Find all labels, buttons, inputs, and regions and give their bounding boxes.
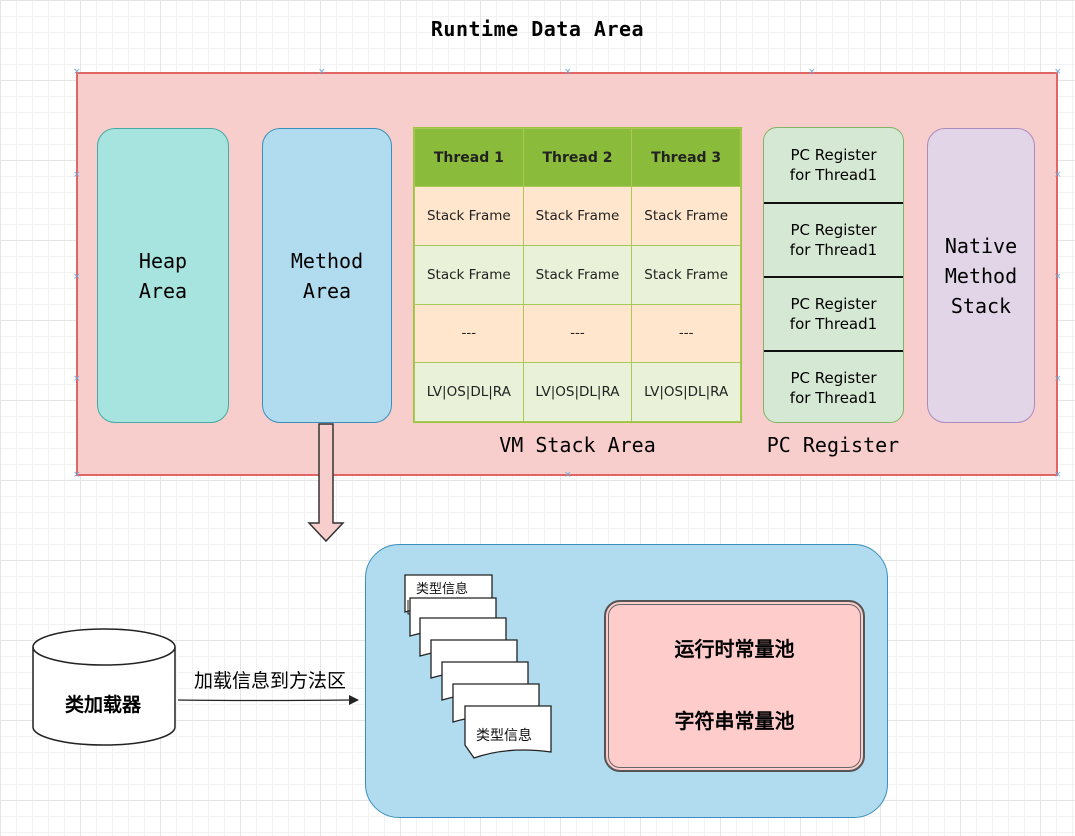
type-info-label: 类型信息 (416, 582, 469, 597)
resize-handle-icon[interactable]: × (1054, 374, 1062, 384)
resize-handle-icon[interactable]: × (564, 470, 572, 480)
method-area-box[interactable]: Method Area (262, 128, 392, 423)
vm-stack-area-label: VM Stack Area (499, 433, 656, 457)
vm-stack-table[interactable]: Thread 1 Thread 2 Thread 3 Stack Frame S… (413, 127, 742, 423)
diagram-title: Runtime Data Area (430, 17, 645, 41)
stack-cell: --- (414, 303, 524, 364)
pc-register-cell: PC Register for Thread1 (789, 221, 878, 259)
stack-cell: Stack Frame (522, 186, 633, 246)
constant-pool-box[interactable]: 运行时常量池 字符串常量池 (604, 600, 865, 772)
pc-register-cell: PC Register for Thread1 (789, 295, 878, 333)
stack-cell: Stack Frame (522, 244, 633, 305)
resize-handle-icon[interactable]: × (73, 67, 81, 77)
stack-cell: Stack Frame (414, 244, 524, 305)
resize-handle-icon[interactable]: × (1054, 67, 1062, 77)
stack-cell: Stack Frame (414, 186, 524, 246)
type-info-documents[interactable] (404, 574, 552, 759)
pc-divider (764, 350, 903, 352)
resize-handle-icon[interactable]: × (564, 67, 572, 77)
resize-handle-icon[interactable]: × (73, 272, 81, 282)
native-method-stack-box[interactable]: Native Method Stack (927, 128, 1035, 423)
stack-cell: LV|OS|DL|RA (631, 362, 741, 422)
stack-cell: LV|OS|DL|RA (522, 362, 633, 422)
pc-register-cell: PC Register for Thread1 (789, 146, 878, 184)
pc-divider (764, 276, 903, 278)
resize-handle-icon[interactable]: × (1054, 470, 1062, 480)
thread-header: Thread 1 (414, 128, 524, 187)
thread-header: Thread 3 (631, 128, 741, 187)
pc-register-label: PC Register (766, 433, 900, 457)
resize-handle-icon[interactable]: × (318, 67, 326, 77)
load-info-label: 加载信息到方法区 (193, 670, 346, 692)
pc-register-box[interactable]: PC Register for Thread1 PC Register for … (763, 127, 904, 423)
resize-handle-icon[interactable]: × (73, 374, 81, 384)
class-loader-cylinder[interactable] (32, 628, 176, 746)
resize-handle-icon[interactable]: × (73, 170, 81, 180)
stack-cell: Stack Frame (631, 186, 741, 246)
resize-handle-icon[interactable]: × (808, 67, 816, 77)
type-info-label: 类型信息 (476, 728, 532, 744)
class-loader-label: 类加载器 (64, 694, 141, 716)
stack-cell: Stack Frame (631, 244, 741, 305)
heap-area-box[interactable]: Heap Area (97, 128, 229, 423)
runtime-constant-pool-label: 运行时常量池 (674, 637, 795, 661)
resize-handle-icon[interactable]: × (1054, 170, 1062, 180)
resize-handle-icon[interactable]: × (73, 470, 81, 480)
stack-cell: --- (522, 303, 633, 364)
stack-cell: --- (631, 303, 741, 364)
pc-divider (764, 202, 903, 204)
string-constant-pool-label: 字符串常量池 (674, 709, 795, 733)
resize-handle-icon[interactable]: × (1054, 272, 1062, 282)
pc-register-cell: PC Register for Thread1 (789, 369, 878, 407)
down-arrow-icon[interactable] (307, 423, 345, 543)
thread-header: Thread 2 (522, 128, 633, 187)
stack-cell: LV|OS|DL|RA (414, 362, 524, 422)
load-info-arrow (177, 695, 359, 705)
